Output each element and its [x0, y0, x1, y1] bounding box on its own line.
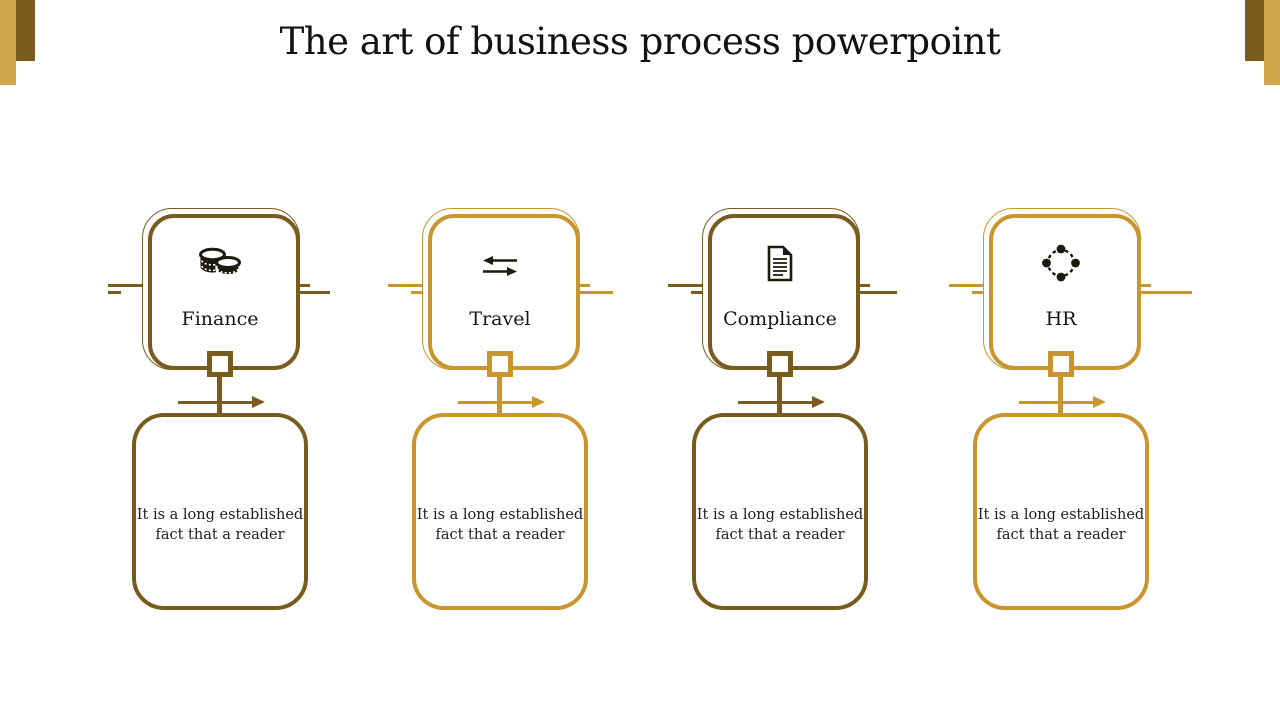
flow-arrow [738, 401, 812, 404]
coins-icon [80, 243, 360, 283]
connector-line [497, 376, 502, 414]
category-box [989, 214, 1141, 370]
connector-line [777, 376, 782, 414]
process-dots-icon [921, 243, 1201, 283]
left-connector-line [108, 284, 144, 287]
description-box: It is a long established fact that a rea… [412, 413, 588, 610]
flow-arrow [1019, 401, 1093, 404]
flow-arrow-head [1093, 396, 1106, 408]
description-text: It is a long established fact that a rea… [136, 507, 304, 543]
left-connector-dash [411, 291, 424, 294]
slide-title: The art of business process powerpoint [279, 20, 1001, 63]
connector-line [1058, 376, 1063, 414]
category-label: Compliance [723, 308, 837, 330]
right-connector-dash [577, 284, 590, 287]
description-box: It is a long established fact that a rea… [973, 413, 1149, 610]
right-connector-line [857, 291, 897, 294]
left-connector-dash [972, 291, 985, 294]
connector-node [207, 351, 233, 377]
process-column-hr: HR It is a long established fact that a … [921, 0, 1201, 720]
corner-bar-left-light [0, 0, 16, 85]
process-column-finance: Finance It is a long established fact th… [80, 0, 360, 720]
category-box [148, 214, 300, 370]
category-box [708, 214, 860, 370]
flow-arrow-head [252, 396, 265, 408]
description-text: It is a long established fact that a rea… [696, 507, 864, 543]
right-connector-line [297, 291, 330, 294]
left-connector-dash [691, 291, 704, 294]
corner-bar-left-dark [16, 0, 35, 61]
category-label: Travel [469, 308, 531, 330]
left-connector-line [668, 284, 704, 287]
category-label: HR [1045, 308, 1077, 330]
connector-line [217, 376, 222, 414]
connector-node [487, 351, 513, 377]
left-connector-line [388, 284, 424, 287]
flow-arrow [458, 401, 532, 404]
corner-bar-right-dark [1245, 0, 1264, 61]
corner-bar-right-light [1264, 0, 1280, 85]
flow-arrow-head [532, 396, 545, 408]
right-connector-line [577, 291, 613, 294]
description-text: It is a long established fact that a rea… [416, 507, 584, 543]
left-connector-dash [108, 291, 121, 294]
process-column-compliance: Compliance It is a long established fact… [640, 0, 920, 720]
document-icon [640, 243, 920, 283]
category-box [428, 214, 580, 370]
right-connector-dash [297, 284, 310, 287]
category-label: Finance [181, 308, 259, 330]
description-box: It is a long established fact that a rea… [132, 413, 308, 610]
flow-arrow [178, 401, 252, 404]
right-connector-dash [857, 284, 870, 287]
flow-arrow-head [812, 396, 825, 408]
process-column-travel: Travel It is a long established fact tha… [360, 0, 640, 720]
left-connector-line [949, 284, 985, 287]
description-text: It is a long established fact that a rea… [977, 507, 1145, 543]
connector-node [767, 351, 793, 377]
connector-node [1048, 351, 1074, 377]
description-box: It is a long established fact that a rea… [692, 413, 868, 610]
right-connector-line [1138, 291, 1192, 294]
right-connector-dash [1138, 284, 1151, 287]
transfer-arrows-icon [360, 243, 640, 283]
